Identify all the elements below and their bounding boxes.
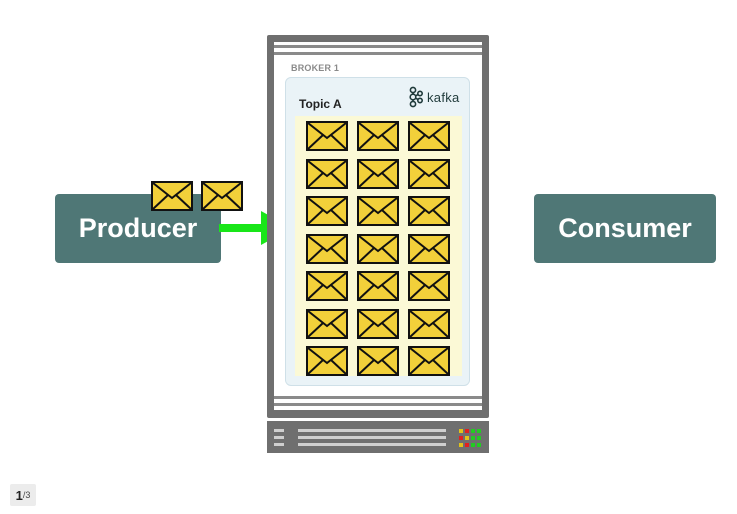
envelope-icon [410,273,448,299]
page-current: 1 [15,487,23,503]
server-top-line-2 [274,52,482,55]
stored-message-envelope [357,121,399,151]
server-top-line [274,45,482,48]
envelope-icon [308,273,346,299]
consumer-box: Consumer [534,194,716,263]
envelope-icon [410,123,448,149]
envelope-icon [359,348,397,374]
broker-label: BROKER 1 [291,63,340,73]
stored-message-envelope [306,233,348,264]
envelope-icon [359,310,397,337]
stored-message-envelope [408,121,450,151]
envelope-icon [153,183,191,209]
stored-message-envelope [408,346,450,376]
stored-message-envelope [357,233,399,264]
status-leds [458,428,484,448]
stored-message-envelope [306,196,348,226]
kafka-logo: kafka [409,86,460,108]
stored-message-envelope [408,233,450,264]
envelope-icon [359,235,397,262]
envelope-icon [410,198,448,224]
kafka-wordmark: kafka [427,89,460,105]
base-vent [274,429,284,447]
stored-message-envelope [306,121,348,151]
base-drive-bars [298,429,446,446]
envelope-icon [359,160,397,187]
envelope-icon [203,183,241,209]
envelope-icon [410,235,448,262]
stored-message-envelope [306,308,348,339]
stored-message-envelope [357,308,399,339]
page-total: /3 [22,490,31,500]
envelope-icon [308,310,346,337]
envelope-icon [359,123,397,149]
arrow-shaft [219,224,263,232]
stored-message-envelope [306,346,348,376]
envelope-icon [308,348,346,374]
incoming-message-envelope [201,181,243,211]
kafka-icon [409,86,423,108]
envelope-icon [410,348,448,374]
envelope-icon [308,198,346,224]
producer-box: Producer [55,194,221,263]
server-bottom-line [274,396,482,399]
envelope-icon [359,273,397,299]
stored-message-envelope [408,158,450,189]
stored-message-envelope [408,196,450,226]
envelope-icon [308,235,346,262]
stored-message-envelope [306,271,348,301]
stored-message-envelope [357,346,399,376]
page-indicator[interactable]: 1/3 [10,484,36,506]
envelope-icon [410,310,448,337]
stored-message-envelope [306,158,348,189]
stored-message-envelope [357,271,399,301]
stored-message-envelope [357,196,399,226]
envelope-icon [410,160,448,187]
stored-message-envelope [357,158,399,189]
consumer-label: Consumer [558,213,692,243]
incoming-message-envelope [151,181,193,211]
envelope-icon [308,123,346,149]
stored-message-envelope [408,271,450,301]
envelope-icon [359,198,397,224]
server-bottom-line-2 [274,403,482,406]
topic-label: Topic A [299,97,342,111]
stored-message-envelope [408,308,450,339]
envelope-icon [308,160,346,187]
producer-label: Producer [78,213,198,243]
